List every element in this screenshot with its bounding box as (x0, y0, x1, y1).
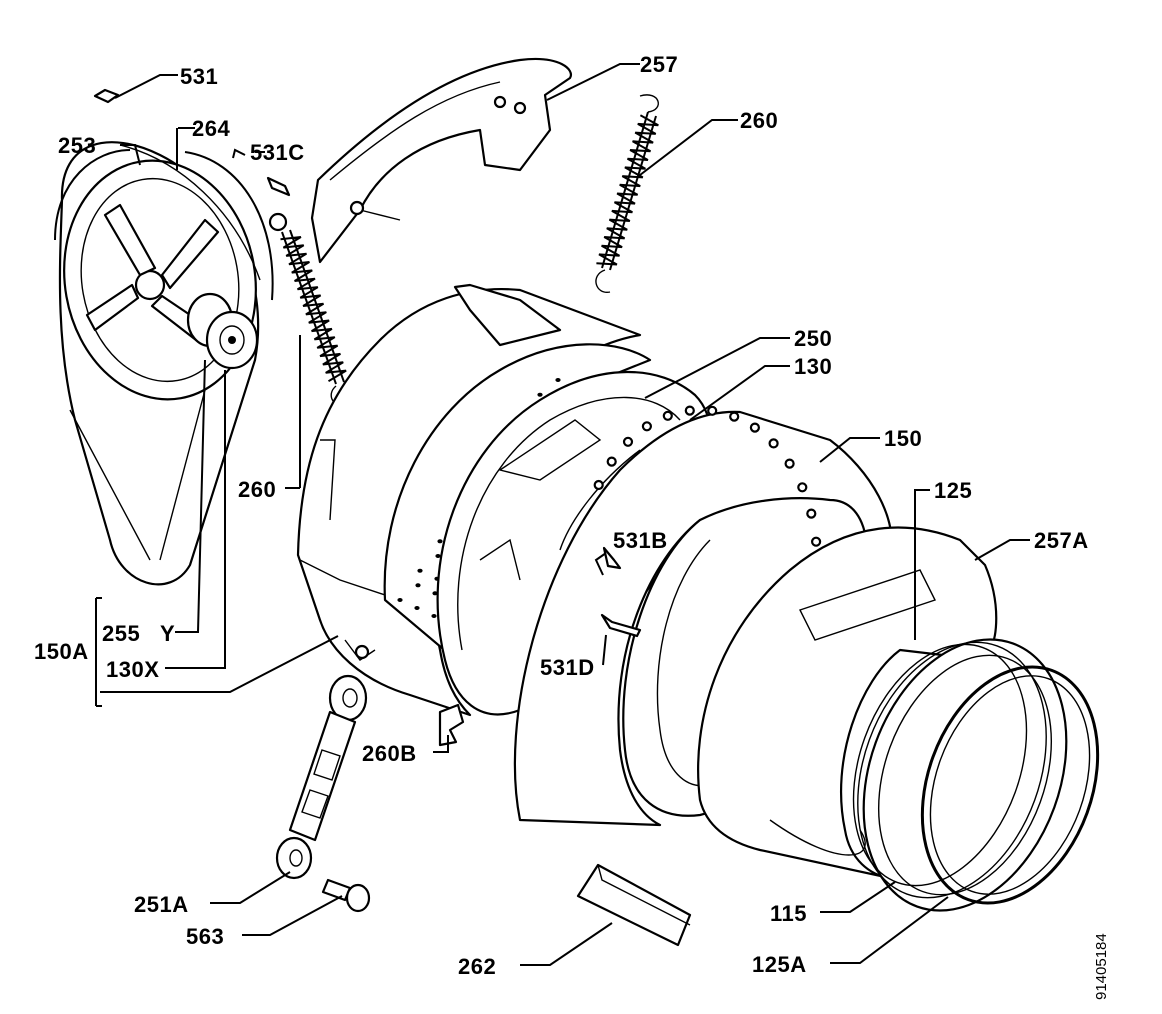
perforation-hole (431, 614, 437, 618)
perforation-hole (414, 606, 420, 610)
rim-bolt (622, 436, 634, 447)
rim-bolt (684, 405, 695, 416)
shock-absorber-251a (275, 674, 368, 880)
label-130: 130 (794, 354, 832, 379)
label-531b: 531B (613, 528, 668, 553)
rim-bolt (729, 411, 740, 422)
label-257: 257 (640, 52, 678, 77)
label-257a: 257A (1034, 528, 1089, 553)
perforation-hole (415, 583, 421, 588)
label-260b: 260B (362, 741, 417, 766)
rim-bolt (806, 508, 817, 519)
rim-bolt (797, 482, 808, 493)
screw-531d (600, 613, 642, 638)
rim-bolt (593, 479, 604, 491)
label-255: 255 (102, 621, 140, 646)
rim-bolt (768, 438, 779, 449)
label-253: 253 (58, 133, 96, 158)
perforation-hole (417, 568, 423, 573)
rim-bolt (641, 421, 653, 432)
perforation-hole (397, 598, 403, 602)
foot-262 (576, 863, 692, 947)
label-130x: 130X (106, 657, 159, 682)
label-531c: 531C (250, 140, 305, 165)
perforation-hole (432, 591, 438, 596)
perforation-hole (437, 539, 443, 544)
label-260-top: 260 (740, 108, 778, 133)
label-125a: 125A (752, 952, 807, 977)
label-262: 262 (458, 954, 496, 979)
screw-531c (266, 176, 291, 197)
door-seal-125 (852, 638, 1068, 912)
label-150a: 150A (34, 639, 89, 664)
rim-bolt (749, 422, 761, 433)
spring-coil (596, 114, 659, 266)
spring-260-left (268, 212, 347, 405)
counterweight-257 (310, 57, 572, 264)
rim-bolt (606, 456, 617, 467)
label-563: 563 (186, 924, 224, 949)
label-125: 125 (934, 478, 972, 503)
label-531: 531 (180, 64, 218, 89)
spring-260-right (595, 94, 659, 293)
perforation-hole (435, 554, 441, 558)
label-250: 250 (794, 326, 832, 351)
bearing-130x (186, 292, 259, 370)
rim-bolt (810, 536, 822, 547)
screw-531b (602, 546, 622, 570)
rim-bolt (662, 410, 673, 421)
leader-lines (95, 63, 1030, 966)
label-264: 264 (192, 116, 230, 141)
label-255-letter: Y (160, 621, 175, 646)
bolt-563 (321, 878, 371, 913)
perforation-hole (555, 378, 561, 382)
label-150: 150 (884, 426, 922, 451)
label-531d: 531D (540, 655, 595, 680)
spring-coil (280, 236, 347, 383)
label-260-left: 260 (238, 477, 276, 502)
label-115: 115 (770, 901, 807, 926)
clip-260b (438, 703, 465, 747)
belt-arc-right (184, 151, 274, 301)
label-251a: 251A (134, 892, 189, 917)
screw-531 (93, 88, 120, 104)
perforation-hole (537, 392, 543, 397)
drawing-code: 91405184 (1093, 933, 1110, 1000)
belt-arc (54, 149, 131, 241)
rim-bolt (707, 405, 718, 416)
clamp-ring-125a (920, 665, 1100, 905)
rim-bolt (784, 458, 795, 469)
